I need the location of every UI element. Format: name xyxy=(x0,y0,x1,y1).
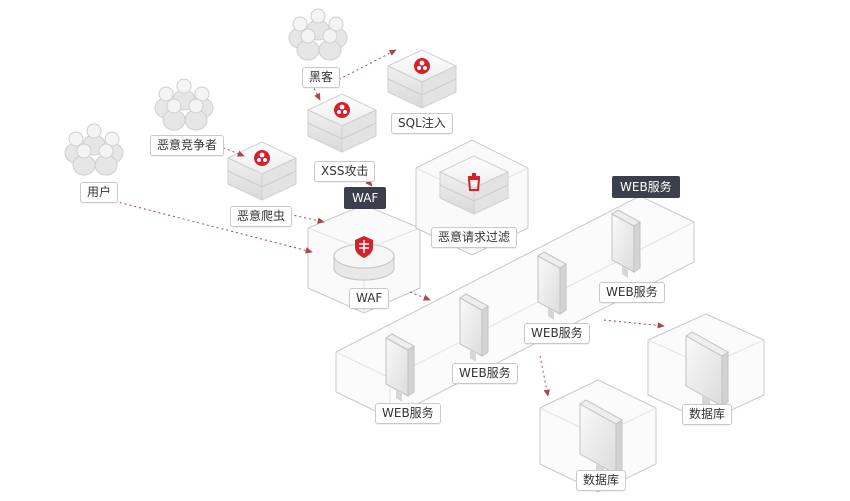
hazard-icon xyxy=(254,150,270,166)
label-malicious-request-filter: 恶意请求过滤 xyxy=(431,227,518,248)
competitor-people-icon xyxy=(155,79,213,130)
tag-waf: WAF xyxy=(344,187,387,209)
trash-icon xyxy=(467,173,481,191)
label-waf: WAF xyxy=(349,288,390,309)
label-malicious-competitor: 恶意竞争者 xyxy=(150,135,225,156)
tag-web-service: WEB服务 xyxy=(612,176,680,198)
label-sql-injection: SQL注入 xyxy=(391,113,453,134)
hacker-people-icon xyxy=(289,9,347,60)
label-xss-attack: XSS攻击 xyxy=(314,161,376,182)
hazard-icon xyxy=(334,102,350,118)
label-malicious-crawler: 恶意爬虫 xyxy=(230,206,293,227)
label-web-service-4: WEB服务 xyxy=(375,403,441,424)
label-web-service-3: WEB服务 xyxy=(452,363,518,384)
user-people-icon xyxy=(65,124,123,175)
label-web-service-1: WEB服务 xyxy=(599,282,665,303)
label-database-2: 数据库 xyxy=(576,470,627,491)
label-hacker: 黑客 xyxy=(302,67,341,88)
shield-icon xyxy=(355,236,373,258)
traffic-arrows xyxy=(109,49,665,397)
label-database-1: 数据库 xyxy=(682,404,733,425)
label-user: 用户 xyxy=(80,182,119,203)
hazard-icon xyxy=(414,58,430,74)
label-web-service-2: WEB服务 xyxy=(524,323,590,344)
